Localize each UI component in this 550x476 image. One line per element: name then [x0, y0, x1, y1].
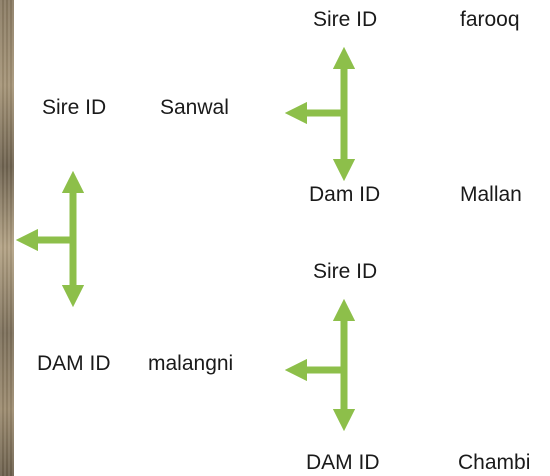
dam-sire-id-label: Sire ID: [313, 260, 378, 283]
dam-branch-arrows: [284, 298, 356, 432]
sire-sire-name: farooq: [460, 8, 520, 31]
root-arrows: [15, 170, 85, 308]
dam-dam-id-label: DAM ID: [306, 451, 380, 474]
sire-branch-arrows: [284, 46, 356, 182]
sire-dam-name: Mallan: [460, 183, 522, 206]
background-photo-strip: [0, 0, 14, 476]
sire-dam-id-label: Dam ID: [309, 183, 381, 206]
dam-dam-name: Chambi: [458, 451, 531, 474]
sire-name: Sanwal: [160, 96, 229, 119]
sire-sire-id-label: Sire ID: [313, 8, 378, 31]
dam-id-label: DAM ID: [37, 352, 111, 375]
dam-name: malangni: [148, 352, 234, 375]
sire-id-label: Sire ID: [42, 96, 107, 119]
